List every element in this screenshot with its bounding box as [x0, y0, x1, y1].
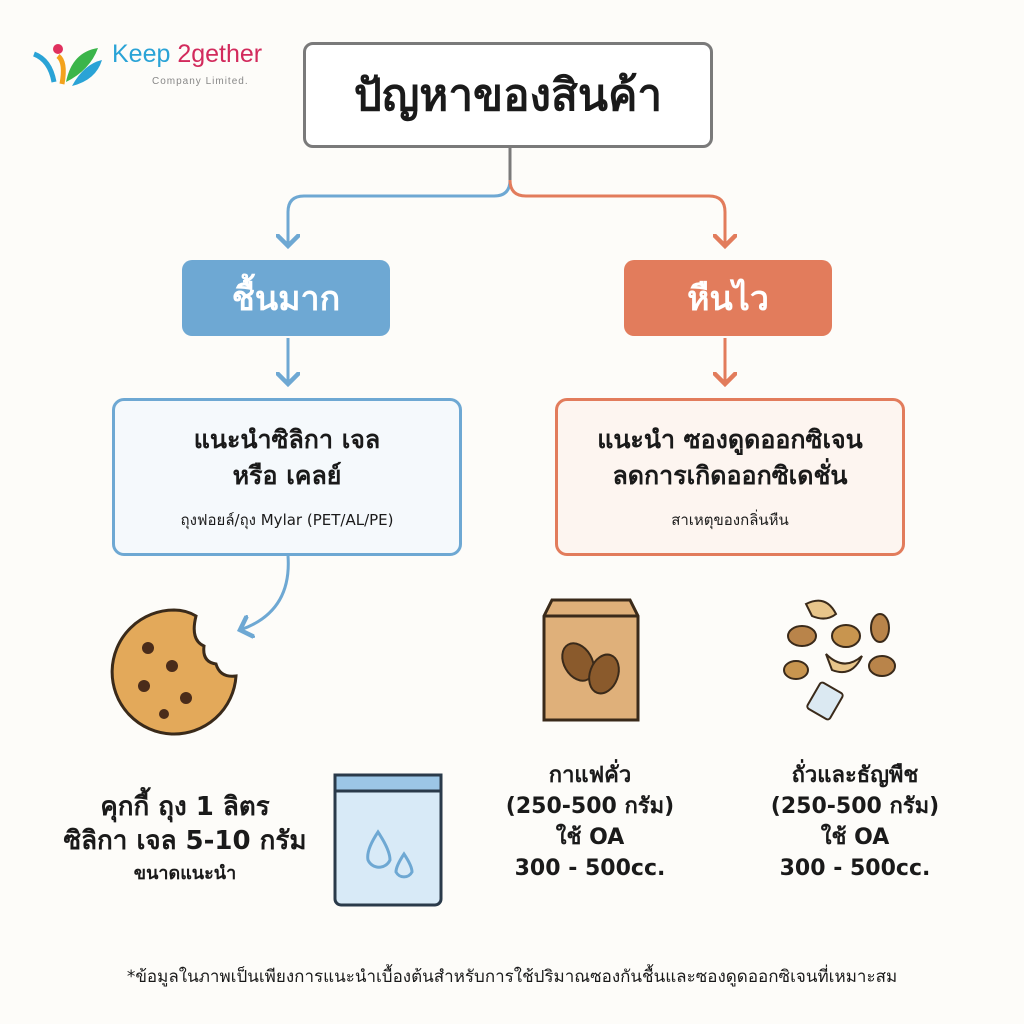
- coffee-bag-icon: [542, 598, 640, 722]
- cookie-icon: [110, 608, 238, 736]
- connector-to-humid: [288, 179, 512, 246]
- recommendation-note: ถุงฟอยล์/ถุง Mylar (PET/AL/PE): [180, 511, 394, 529]
- product-coffee: กาแฟคั่ว (250-500 กรัม) ใช้ OA 300 - 500…: [480, 760, 700, 884]
- product-caption: ขนาดแนะนำ: [133, 863, 237, 884]
- recommendation-line: แนะนำ ซองดูดออกซิเจน: [597, 425, 863, 454]
- recommendation-line: แนะนำซิลิกา เจล: [193, 425, 381, 454]
- logo-brand-part2: 2gether: [177, 40, 263, 68]
- logo-brand-part1: Keep: [112, 40, 171, 68]
- silica-pouch-icon: [333, 773, 443, 907]
- product-line: ใช้ OA: [555, 825, 625, 850]
- page-title: ปัญหาของสินค้า: [303, 42, 713, 148]
- footnote: *ข้อมูลในภาพเป็นเพียงการแนะนำเบื้องต้นสำ…: [126, 967, 898, 987]
- nuts-icon: [783, 599, 896, 721]
- logo-subtitle: Company Limited.: [152, 76, 249, 87]
- recommendation-rancid: แนะนำ ซองดูดออกซิเจน ลดการเกิดออกซิเดชั่…: [555, 398, 905, 556]
- product-line: 300 - 500cc.: [779, 856, 931, 881]
- product-cookie: คุกกี้ ถุง 1 ลิตร ซิลิกา เจล 5-10 กรัม ข…: [40, 790, 330, 889]
- recommendation-line: หรือ เคลย์: [232, 461, 342, 490]
- product-line: (250-500 กรัม): [770, 794, 940, 819]
- product-line: ถั่วและธัญพืช: [791, 763, 919, 788]
- logo-icon: [32, 44, 102, 86]
- connector-to-rancid: [508, 179, 725, 246]
- recommendation-note: สาเหตุของกลิ่นหืน: [671, 511, 789, 529]
- category-humid: ชื้นมาก: [182, 260, 390, 336]
- product-line: กาแฟคั่ว: [548, 763, 632, 788]
- logo-brand: Keep 2gether: [112, 40, 262, 69]
- product-line: 300 - 500cc.: [514, 856, 666, 881]
- product-line: ใช้ OA: [820, 825, 890, 850]
- product-line: (250-500 กรัม): [505, 794, 675, 819]
- arrow-to-cookie: [240, 555, 290, 630]
- product-line: ซิลิกา เจล 5-10 กรัม: [63, 826, 307, 856]
- recommendation-line: ลดการเกิดออกซิเดชั่น: [612, 461, 848, 490]
- category-rancid: หืนไว: [624, 260, 832, 336]
- product-line: คุกกี้ ถุง 1 ลิตร: [100, 792, 270, 822]
- product-nuts: ถั่วและธัญพืช (250-500 กรัม) ใช้ OA 300 …: [740, 760, 970, 884]
- recommendation-humid: แนะนำซิลิกา เจล หรือ เคลย์ ถุงฟอยล์/ถุง …: [112, 398, 462, 556]
